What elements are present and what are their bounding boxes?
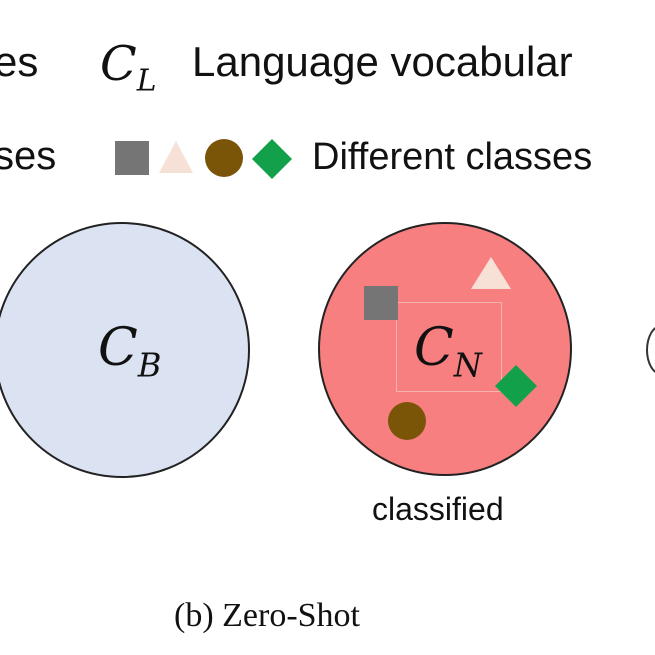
legend-circle-icon: [205, 139, 243, 177]
cn-symbol: CN: [414, 318, 482, 384]
novel-classes-circle: [318, 222, 572, 476]
cn-symbol-base: C: [414, 318, 454, 378]
cl-symbol-sub: L: [136, 63, 157, 99]
cb-symbol: CB: [98, 318, 162, 384]
cl-symbol: CL: [100, 36, 157, 98]
cl-symbol-base: C: [100, 36, 137, 92]
green-diamond-marker: [495, 365, 537, 407]
cb-symbol-sub: B: [137, 346, 162, 385]
partial-circle-edge: [646, 325, 655, 375]
legend-square-icon: [115, 141, 149, 175]
brown-circle-marker: [388, 402, 426, 440]
different-classes-label: Different classes: [312, 136, 593, 178]
classified-label: classified: [372, 491, 504, 527]
base-classes-circle: [0, 222, 250, 478]
gray-square-marker: [364, 286, 398, 320]
figure-caption: (b) Zero-Shot: [174, 597, 361, 634]
header-fragment-1: es: [0, 38, 39, 85]
legend-triangle-icon: [159, 141, 193, 173]
inner-box: [396, 302, 502, 392]
legend-diamond-icon: [252, 139, 292, 179]
cb-symbol-base: C: [98, 318, 138, 378]
header-fragment-2: ses: [0, 134, 57, 178]
language-vocabulary-label: Language vocabular: [192, 38, 573, 85]
peach-triangle-marker: [471, 257, 511, 289]
cn-symbol-sub: N: [453, 346, 483, 385]
